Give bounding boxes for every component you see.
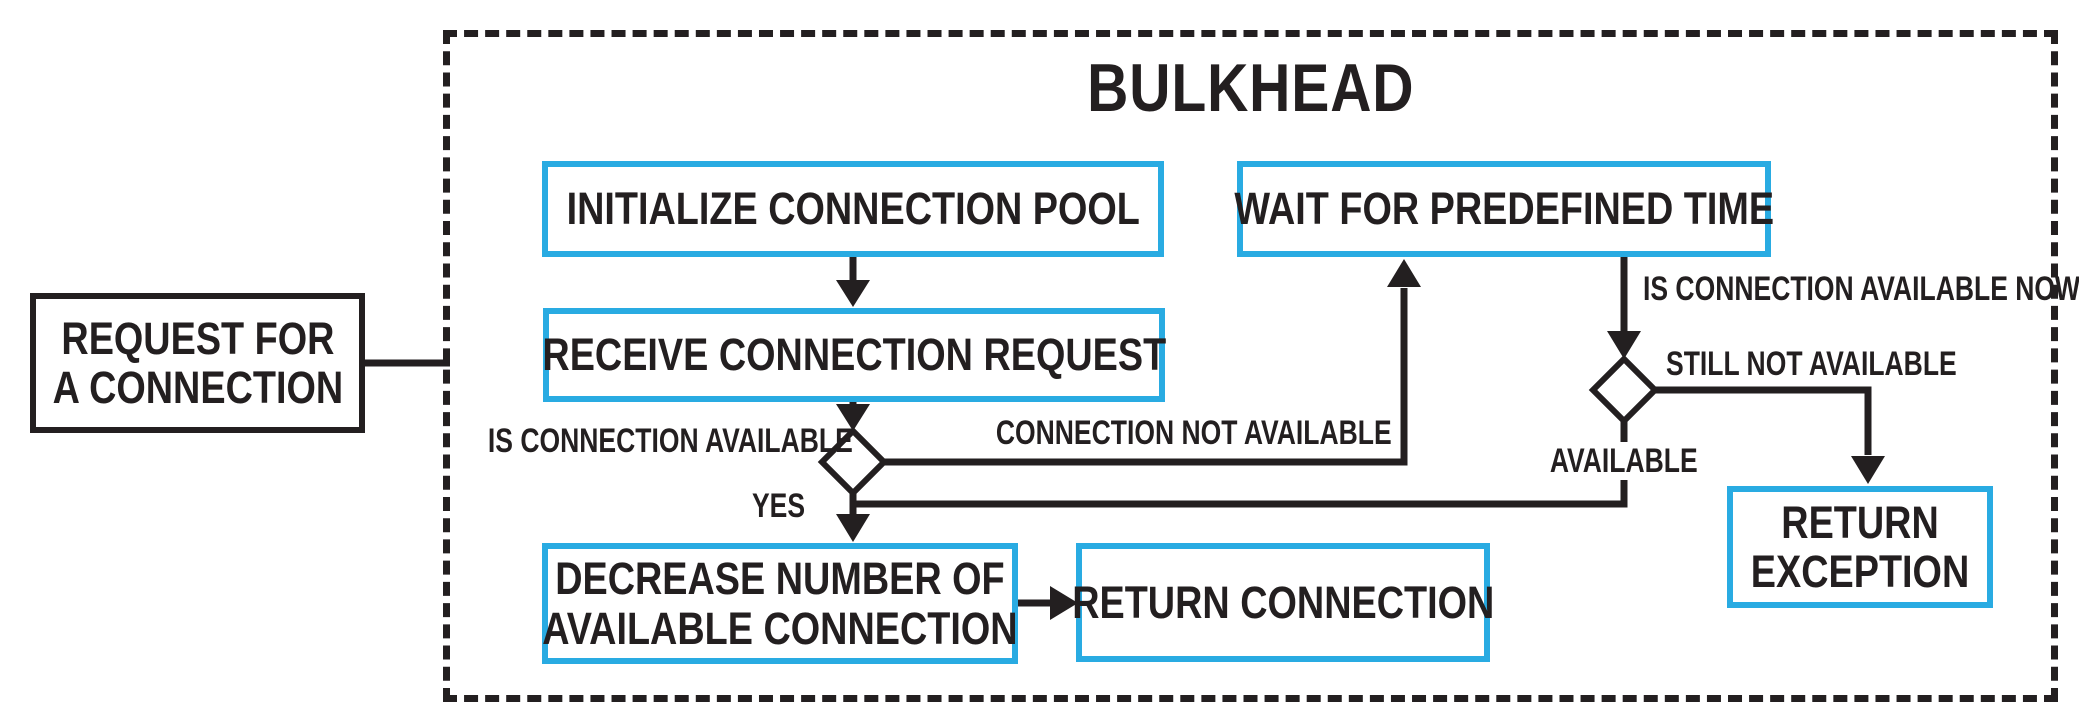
- node-label: RECEIVE CONNECTION REQUEST: [542, 329, 1166, 381]
- node-return-exception: RETURN EXCEPTION: [1727, 486, 1993, 608]
- edge-label-is-connection-available: IS CONNECTION AVAILABLE: [487, 422, 853, 460]
- node-label: WAIT FOR PREDEFINED TIME: [1234, 183, 1774, 235]
- arrowhead-into-decrease: [836, 514, 870, 542]
- edge-still-not-available-to-exception: [1655, 386, 1872, 455]
- node-label: DECREASE NUMBER OF AVAILABLE CONNECTION: [542, 553, 1018, 654]
- node-label: RETURN CONNECTION: [1071, 576, 1495, 628]
- edge-label-yes: YES: [751, 487, 805, 525]
- node-return-connection: RETURN CONNECTION: [1072, 543, 1494, 662]
- arrowhead-into-decision1: [836, 404, 870, 431]
- node-label: RETURN EXCEPTION: [1750, 496, 1970, 597]
- decision2-diamond: [1588, 354, 1660, 426]
- node-initialize-connection-pool: INITIALIZE CONNECTION POOL: [542, 161, 1164, 257]
- edge-label-still-not-available: STILL NOT AVAILABLE: [1666, 345, 1957, 383]
- arrowhead-into-decision2: [1607, 331, 1641, 359]
- arrowhead-into-wait: [1387, 259, 1421, 287]
- node-decrease-available-connection: DECREASE NUMBER OF AVAILABLE CONNECTION: [542, 543, 1018, 664]
- edge-label-available: AVAILABLE: [1474, 442, 1774, 480]
- node-label: REQUEST FOR A CONNECTION: [52, 312, 343, 413]
- edge-not-available-to-wait: [884, 288, 1408, 466]
- arrowhead-into-receive: [836, 280, 870, 307]
- node-wait-for-predefined-time: WAIT FOR PREDEFINED TIME: [1234, 161, 1774, 257]
- node-receive-connection-request: RECEIVE CONNECTION REQUEST: [542, 308, 1166, 402]
- decision1-diamond: [817, 426, 889, 498]
- bulkhead-boundary: [443, 30, 2058, 702]
- arrowhead-into-return-connection: [1050, 586, 1078, 620]
- diagram-title-text: BULKHEAD: [1086, 50, 1415, 126]
- edge-label-connection-not-available: CONNECTION NOT AVAILABLE: [995, 414, 1392, 452]
- node-label: INITIALIZE CONNECTION POOL: [566, 183, 1140, 235]
- diagram-title: BULKHEAD: [443, 54, 2058, 122]
- edge-label-is-connection-available-now: IS CONNECTION AVAILABLE NOW: [1643, 270, 2079, 308]
- node-request-for-a-connection: REQUEST FOR A CONNECTION: [30, 293, 365, 433]
- arrowhead-into-return-exception: [1851, 456, 1885, 484]
